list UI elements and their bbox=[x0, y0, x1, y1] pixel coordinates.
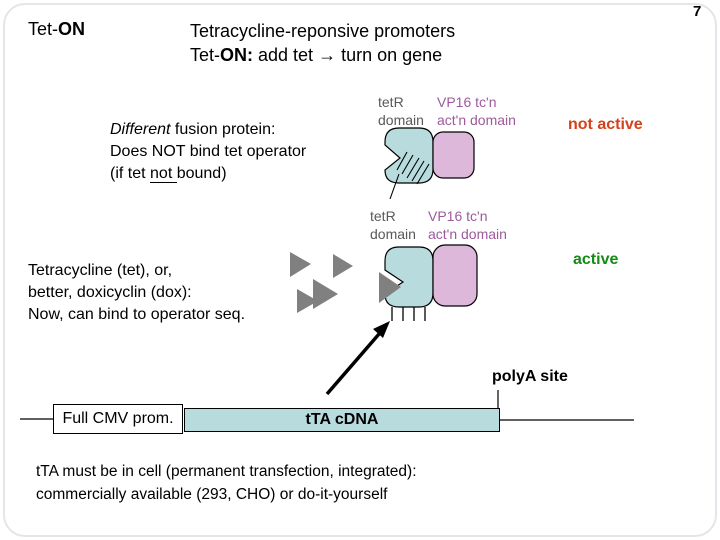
slide-topic-label: Tet-ON bbox=[28, 19, 85, 40]
tetr-domain-label-1: tetR domain bbox=[378, 94, 424, 128]
slide-topic-bold: ON bbox=[58, 19, 86, 39]
footer-note: tTA must be in cell (permanent transfect… bbox=[36, 461, 417, 506]
tetr-domain-label-2: tetR domain bbox=[370, 208, 416, 242]
status-active: active bbox=[573, 251, 619, 268]
slide-topic-prefix: Tet- bbox=[28, 19, 59, 39]
title-line-2: Tet-ON: add tet → turn on gene bbox=[190, 45, 443, 65]
vp16-domain-label-2: VP16 tc'n act'n domain bbox=[428, 208, 507, 242]
fusion-note-line-2: Does NOT bind tet operator bbox=[110, 143, 307, 160]
tet-molecule-icons bbox=[290, 252, 353, 313]
arrow-head-icon bbox=[373, 321, 390, 338]
tet-note-line-3: Now, can bind to operator seq. bbox=[28, 306, 246, 323]
fusion-note-line-1: Different fusion protein: bbox=[110, 121, 276, 138]
page-number: 7 bbox=[693, 3, 702, 20]
vp16-domain-label-1: VP16 tc'n act'n domain bbox=[437, 94, 516, 128]
fusion-note-line-3: (if tet not bound) bbox=[110, 165, 227, 183]
slide-title: Tetracycline-reponsive promoters Tet-ON:… bbox=[190, 19, 455, 67]
operator-binding-ticks bbox=[391, 307, 426, 321]
polya-site-label: polyA site bbox=[492, 368, 568, 385]
hatch-lines bbox=[389, 151, 430, 200]
title-line-1: Tetracycline-reponsive promoters bbox=[190, 21, 456, 41]
tetr-domain-shape-bound bbox=[384, 246, 434, 308]
tta-cdna-box: tTA cDNA bbox=[184, 408, 500, 432]
status-not-active: not active bbox=[568, 116, 643, 133]
tet-note-line-2: better, doxicyclin (dox): bbox=[28, 284, 192, 301]
footer-line-1: tTA must be in cell (permanent transfect… bbox=[36, 463, 417, 480]
bound-tet-molecule-icon bbox=[379, 272, 401, 303]
tet-molecule-icon bbox=[313, 279, 338, 309]
tet-molecule-icon bbox=[297, 289, 318, 313]
tet-molecule-icon bbox=[290, 252, 311, 277]
tet-molecule-icon bbox=[333, 254, 353, 278]
vp16-domain-shape-unbound bbox=[432, 131, 475, 179]
footer-line-2: commercially available (293, CHO) or do-… bbox=[36, 485, 388, 503]
cmv-promoter-box: Full CMV prom. bbox=[53, 404, 183, 434]
vp16-domain-shape-bound bbox=[432, 244, 478, 307]
arrow-shaft bbox=[325, 332, 381, 396]
tet-note-line-1: Tetracycline (tet), or, bbox=[28, 262, 173, 279]
fusion-protein-note: Different fusion protein: Does NOT bind … bbox=[110, 119, 306, 185]
tetracycline-note: Tetracycline (tet), or, better, doxicycl… bbox=[28, 260, 245, 326]
